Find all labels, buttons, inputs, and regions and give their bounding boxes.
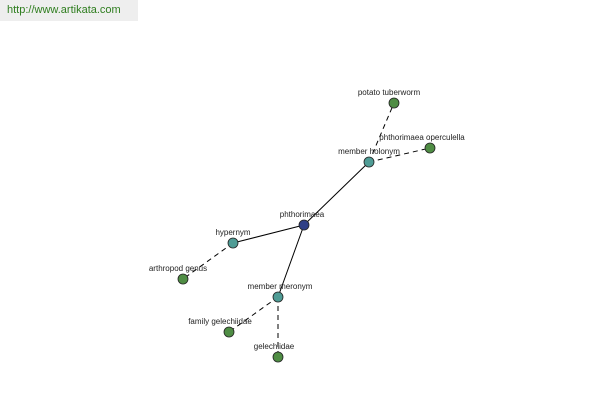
edge-member-meronym-to-family-gelechiidae: [228, 296, 279, 333]
node-member-meronym[interactable]: [272, 291, 284, 303]
node-family-gelechiidae[interactable]: [223, 326, 235, 338]
node-potato-tuberworm[interactable]: [388, 97, 400, 109]
node-label-gelechiidae[interactable]: gelechiidae: [254, 342, 295, 351]
node-label-hypernym[interactable]: hypernym: [215, 228, 250, 237]
node-member-holonym[interactable]: [363, 156, 375, 168]
node-label-phthorimaea[interactable]: phthorimaea: [280, 210, 325, 219]
node-phthorimaea-operculella[interactable]: [424, 142, 436, 154]
node-phthorimaea[interactable]: [298, 219, 310, 231]
edge-member-holonym-to-potato-tuberworm: [368, 102, 395, 163]
node-label-potato-tuberworm[interactable]: potato tuberworm: [358, 88, 421, 97]
labels-layer: phthorimaea member holonym hypernym member …: [149, 88, 465, 351]
node-gelechiidae[interactable]: [272, 351, 284, 363]
node-hypernym[interactable]: [227, 237, 239, 249]
edge-member-holonym-to-phthorimaea-operculella: [368, 147, 431, 163]
site-url-link[interactable]: http://www.artikata.com: [0, 0, 138, 21]
node-label-member-holonym[interactable]: member holonym: [338, 147, 400, 156]
node-label-member-meronym[interactable]: member meronym: [248, 282, 313, 291]
edges-layer: [182, 102, 431, 357]
node-label-phthorimaea-operculella[interactable]: phthorimaea operculella: [379, 133, 465, 142]
node-label-family-gelechiidae[interactable]: family gelechiidae: [188, 317, 252, 326]
node-arthropod-genus[interactable]: [177, 273, 189, 285]
edge-phthorimaea-to-member-holonym: [303, 161, 370, 226]
edge-phthorimaea-to-hypernym: [232, 224, 305, 244]
nodes-layer: [177, 97, 436, 363]
node-label-arthropod-genus[interactable]: arthropod genus: [149, 264, 207, 273]
edge-hypernym-to-arthropod-genus: [182, 242, 234, 280]
edge-phthorimaea-to-member-meronym: [277, 224, 305, 298]
